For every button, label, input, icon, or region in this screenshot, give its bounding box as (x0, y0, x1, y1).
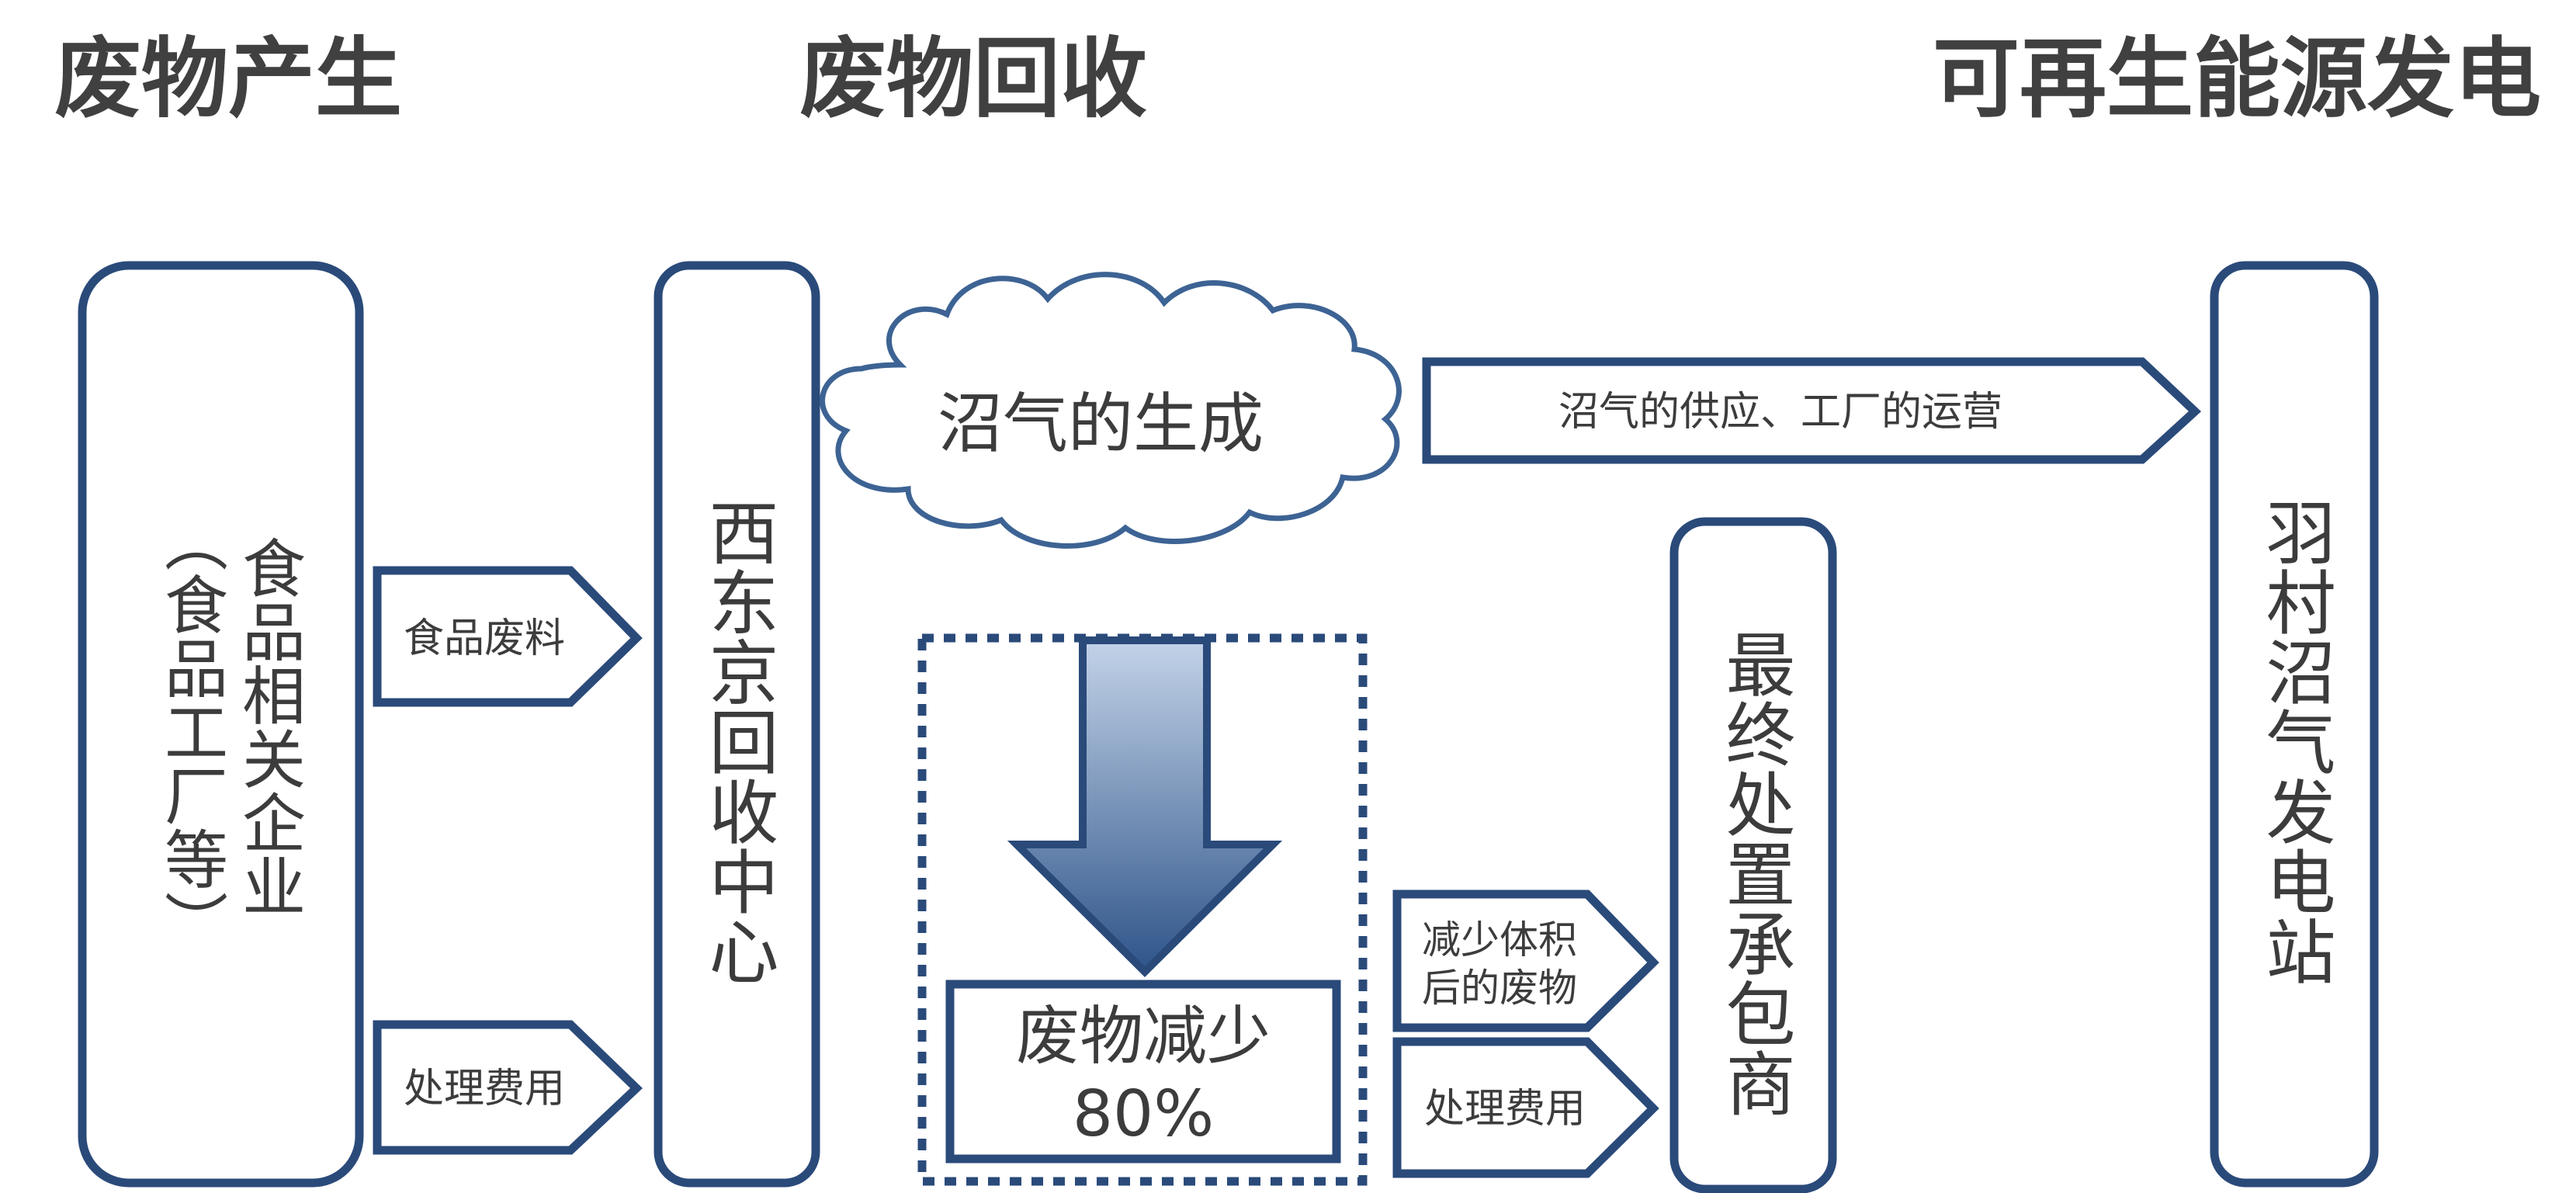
biogas-cloud (820, 272, 1402, 549)
reduced-waste-label-2: 后的废物 (1422, 966, 1577, 1011)
recycling-center-box (654, 261, 820, 1188)
processing-fee-label-1: 处理费用 (404, 1066, 565, 1112)
waste-reduction-label: 废物减少 (1016, 1000, 1271, 1073)
biogas-label: 沼气的生成 (938, 386, 1264, 462)
recycling-center-label: 西东京回收中心 (697, 497, 778, 986)
food-waste-arrow (373, 566, 643, 707)
waste-reduction-percent: 80% (1073, 1077, 1214, 1151)
processing-fee-arrow-2 (1392, 1037, 1659, 1178)
power-station-box (2210, 261, 2379, 1188)
waste-reduction-box (945, 980, 1341, 1164)
food-companies-box (78, 261, 364, 1188)
header-renewable-power: 可再生能源发电 (1933, 29, 2541, 130)
biogas-supply-label: 沼气的供应、工厂的运营 (1558, 389, 2002, 435)
power-station-label: 羽村沼气发电站 (2254, 497, 2335, 986)
header-waste-generation: 废物产生 (54, 29, 402, 130)
reduction-down-arrow (1007, 636, 1283, 978)
biogas-supply-arrow (1422, 357, 2202, 464)
final-disposal-label: 最终处置承包商 (1714, 629, 1795, 1118)
header-waste-collection: 废物回收 (799, 29, 1147, 130)
processing-fee-arrow-1 (373, 1020, 643, 1155)
reduced-waste-label-1: 减少体积 (1422, 917, 1577, 962)
final-disposal-box (1669, 517, 1837, 1193)
food-companies-sublabel: （食品工厂等） (154, 508, 227, 954)
processing-fee-label-2: 处理费用 (1424, 1086, 1586, 1132)
food-waste-label: 食品废料 (404, 616, 565, 662)
food-companies-label: 食品相关企业 (231, 536, 305, 917)
reduced-waste-arrow (1392, 890, 1659, 1032)
